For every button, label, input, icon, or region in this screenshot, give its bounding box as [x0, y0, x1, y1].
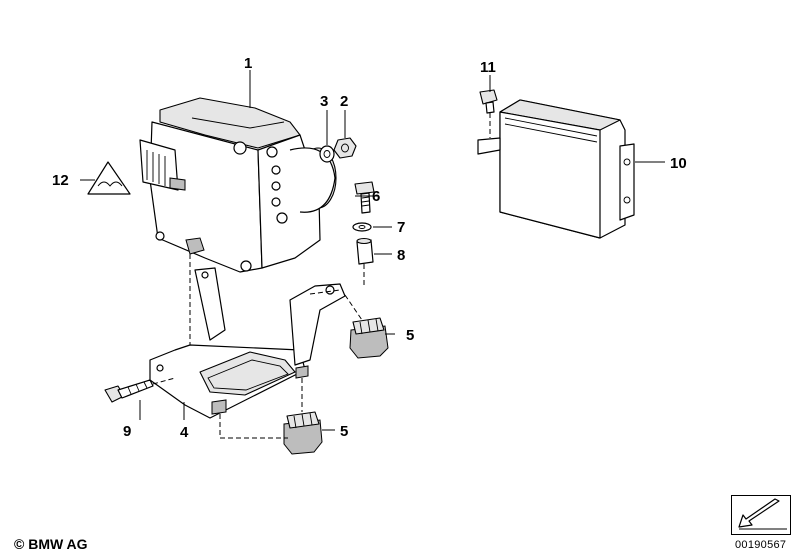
bolt — [104, 379, 154, 403]
rubber-mount-upper — [349, 317, 389, 359]
callout-5-upper: 5 — [406, 327, 414, 344]
leader-lines — [80, 70, 665, 431]
callout-4: 4 — [180, 424, 189, 441]
callout-8: 8 — [397, 247, 405, 264]
mounting-bracket — [149, 267, 346, 419]
callout-3: 3 — [320, 93, 328, 110]
copyright-text: © BMW AG — [14, 536, 88, 552]
callout-12: 12 — [52, 172, 69, 189]
module-screw — [479, 89, 498, 114]
rubber-mount-lower — [283, 411, 323, 455]
callout-9: 9 — [123, 423, 131, 440]
callout-2: 2 — [340, 93, 348, 110]
arrow-navigation-icon — [731, 495, 791, 535]
callout-10: 10 — [670, 155, 687, 172]
diagram-reference-number: 00190567 — [735, 539, 787, 551]
screw-washer-sleeve — [352, 181, 375, 265]
callout-1: 1 — [244, 55, 252, 72]
callout-5-lower: 5 — [340, 423, 348, 440]
hydraulic-unit — [139, 97, 337, 273]
callout-11: 11 — [480, 59, 496, 76]
control-module — [477, 99, 635, 239]
callout-7: 7 — [397, 219, 405, 236]
nut-and-washer — [319, 137, 357, 163]
assembly-lines — [152, 113, 491, 439]
warning-triangle-icon — [87, 161, 131, 195]
callout-6: 6 — [372, 188, 380, 205]
